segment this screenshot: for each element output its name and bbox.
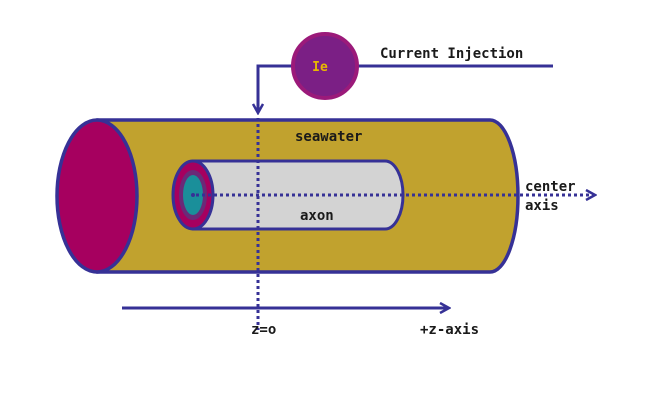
current-source: Ie: [291, 32, 359, 100]
axon-label: axon: [300, 208, 334, 224]
axis-label: axis: [525, 198, 559, 214]
current-source-circle: [291, 32, 359, 100]
center-label: center: [525, 179, 576, 195]
z-axis-label: +z-axis: [420, 322, 479, 338]
seawater-end-face: [55, 118, 139, 274]
z-origin-label: z=o: [251, 322, 276, 338]
center-point: [191, 193, 195, 197]
injection-lead: [258, 64, 293, 112]
current-injection-label: Current Injection: [380, 46, 523, 62]
seawater-label: seawater: [295, 129, 362, 145]
current-source-label: Ie: [312, 60, 328, 75]
